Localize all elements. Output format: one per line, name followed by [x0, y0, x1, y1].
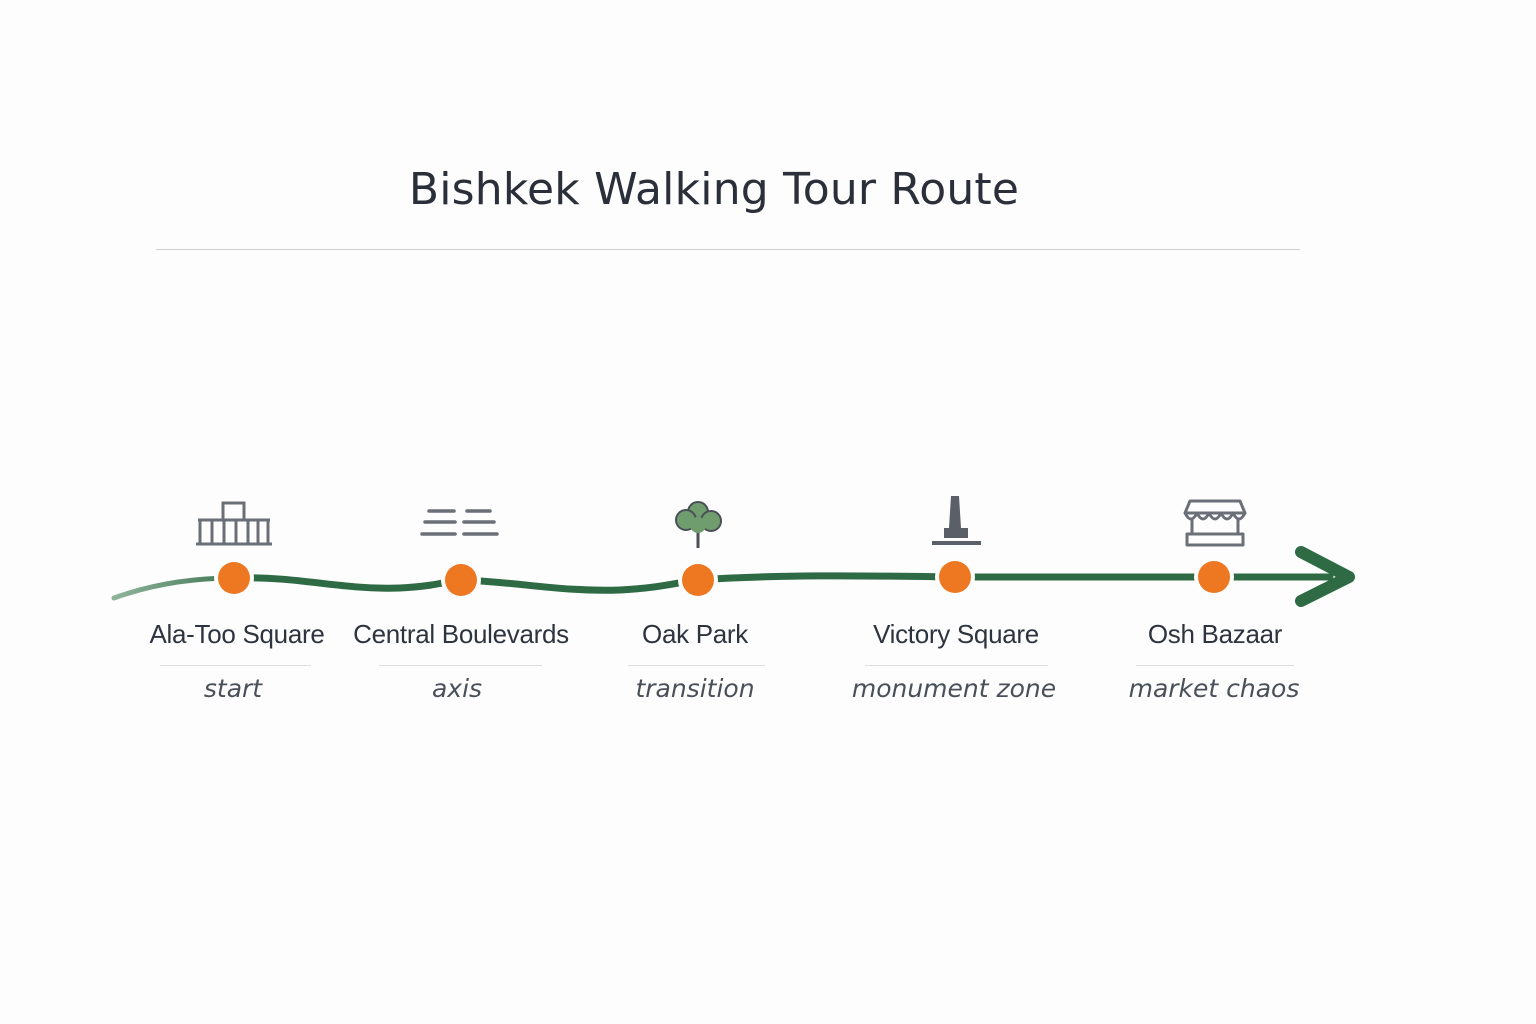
monument-icon — [932, 496, 981, 545]
stop-name-central-boulevards: Central Boulevards — [353, 619, 569, 649]
stop-name-osh-bazaar: Osh Bazaar — [1147, 619, 1283, 649]
page-title: Bishkek Walking Tour Route — [408, 164, 1020, 215]
stop-marker — [441, 560, 481, 600]
stop-note-market-chaos: market chaos — [1128, 674, 1300, 703]
stop-divider — [1136, 665, 1294, 666]
stop-divider — [379, 665, 542, 666]
market-stall-icon — [1183, 499, 1247, 547]
stop-marker — [678, 560, 718, 600]
tree-icon — [675, 501, 722, 548]
stop-note-axis: axis — [431, 674, 483, 703]
stop-note-transition: transition — [635, 674, 755, 703]
stop-name-oak-park: Oak Park — [642, 619, 748, 649]
stop-marker — [1194, 557, 1234, 597]
stop-divider — [160, 665, 311, 666]
stop-note-start: start — [203, 674, 263, 703]
stop-note-monument-zone: monument zone — [851, 674, 1057, 703]
stop-divider — [628, 665, 765, 666]
stop-name-ala-too-square: Ala-Too Square — [149, 619, 325, 649]
stop-marker — [935, 557, 975, 597]
stop-divider — [865, 665, 1048, 666]
boulevard-lines-icon — [420, 509, 499, 536]
building-columns-icon — [196, 501, 272, 546]
route-arrowhead — [1295, 546, 1355, 607]
title-divider — [156, 249, 1300, 250]
route-path — [230, 572, 1334, 594]
stop-name-victory-square: Victory Square — [873, 619, 1039, 649]
stop-marker — [214, 558, 254, 598]
